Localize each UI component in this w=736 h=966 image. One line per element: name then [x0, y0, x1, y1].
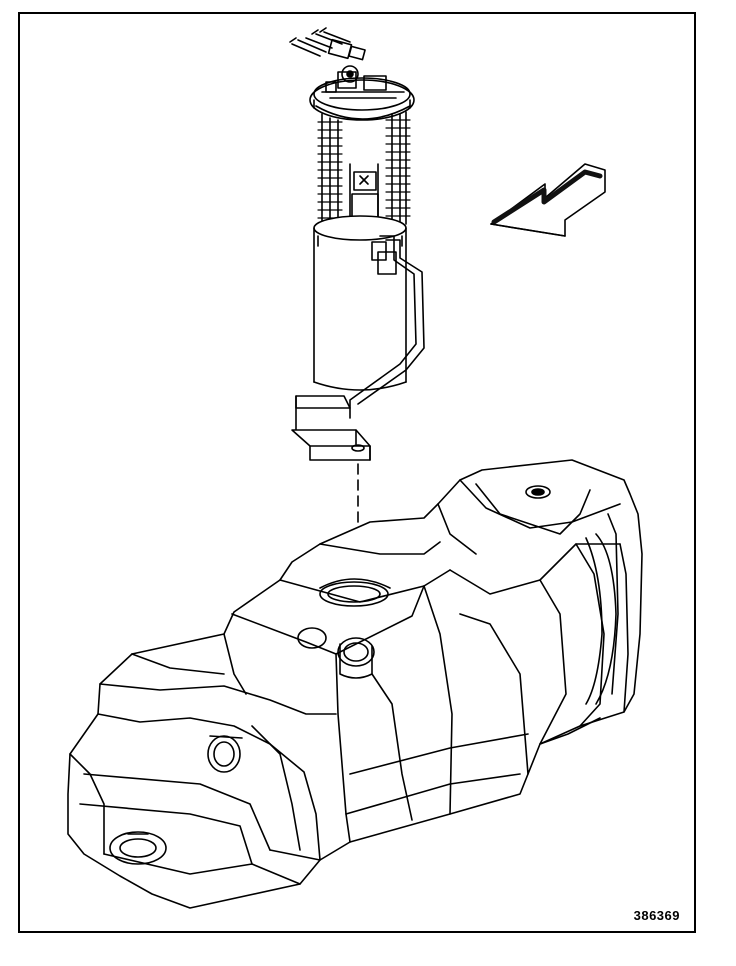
- installation-direction-arrow-icon: [490, 163, 606, 237]
- fuel-tank-icon: [67, 459, 643, 909]
- figure-number: 386369: [633, 908, 680, 923]
- fuel-pump-module-icon: [289, 27, 425, 461]
- diagram-illustration: [67, 27, 643, 909]
- diagram-frame: 386369: [18, 12, 696, 933]
